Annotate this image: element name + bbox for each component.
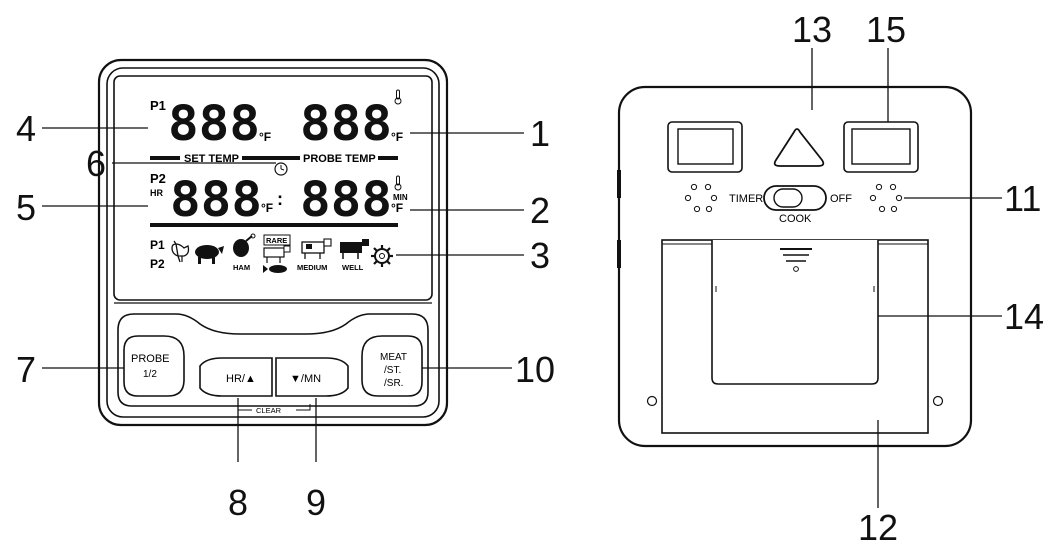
hinge-right [932,395,944,407]
hr-up-button-label: HR/▲ [226,373,256,385]
lcd-p1-label: P1 [150,98,166,113]
probe2-set-digits: 888 [300,172,392,228]
probe2-temp-unit: °F [261,201,273,215]
timer-label: TIMER [729,193,763,205]
callout-11: 11 [1004,178,1041,219]
callout-10: 10 [515,349,555,390]
callout-1: 1 [530,113,550,154]
lcd-p2-label: P2 [150,171,166,186]
down-mn-button-label: ▼/MN [290,373,321,385]
cook-label: COOK [779,213,812,225]
gear-icon [371,245,393,267]
callout-9: 9 [306,482,326,523]
cow-icon [301,238,332,259]
pig-icon [195,245,224,264]
hinge-left [646,395,658,407]
probe2-set-unit: °F [391,201,403,215]
callout-13: 13 [792,9,832,50]
probe-button[interactable]: PROBE 1/2 [123,335,185,397]
ham-icon [233,233,256,257]
probe1-temp-digits: 888 [168,96,260,152]
battery-cover-latch [780,248,812,272]
triangle-icon [773,128,825,167]
right-window [843,121,919,173]
meat-button-label-3: /SR. [384,378,403,389]
medium-label: MEDIUM [297,263,327,272]
down-mn-button[interactable]: ▼/MN [275,357,349,397]
callout-2: 2 [530,190,550,231]
left-speaker-holes [684,183,718,213]
meat-button-label-1: MEAT [380,352,407,363]
hr-up-button[interactable]: HR/▲ [199,357,273,397]
timer-colon: : [277,189,283,209]
callout-15: 15 [866,9,906,50]
meat-button-label-2: /ST. [384,365,401,376]
battery-cover [711,240,879,385]
meat-p1-label: P1 [150,238,165,252]
callout-6: 6 [86,143,106,184]
meat-button[interactable]: MEAT /ST. /SR. [361,335,423,397]
thermometer-icon [394,175,402,191]
callout-3: 3 [530,235,550,276]
right-speaker-holes [869,183,903,213]
thermometer-icon [394,89,402,105]
cow-icon [340,239,369,259]
lcd-min-label: MIN [393,193,408,202]
left-window [667,121,743,173]
callout-8: 8 [228,482,248,523]
mode-switch[interactable] [763,185,827,211]
button-panel [117,313,429,407]
probe-temp-label: PROBE TEMP [303,153,376,165]
callout-14: 14 [1004,296,1044,337]
set-temp-label: SET TEMP [184,153,239,165]
probe-button-sublabel: 1/2 [143,369,157,380]
fish-icon [263,265,287,273]
callout-7: 7 [16,349,36,390]
callout-4: 4 [16,108,36,149]
clock-icon [274,162,288,176]
probe1-set-unit: °F [391,130,403,144]
mode-bar: SET TEMP PROBE TEMP [150,153,398,165]
meat-p2-label: P2 [150,257,165,271]
ham-label: HAM [233,263,250,272]
probe1-set-digits: 888 [300,96,392,152]
probe2-temp-digits: 888 [170,172,262,228]
lcd-hr-label: HR [150,188,163,198]
chicken-icon [171,240,190,263]
callout-5: 5 [16,187,36,228]
cow-icon [263,245,291,263]
off-label: OFF [830,193,852,205]
rare-label: RARE [266,236,287,245]
well-label: WELL [342,263,364,272]
probe-button-label: PROBE [131,353,170,365]
callout-leaders [42,48,1002,508]
callout-12: 12 [858,507,898,547]
probe1-temp-unit: °F [259,130,271,144]
clear-label: CLEAR [256,406,282,415]
